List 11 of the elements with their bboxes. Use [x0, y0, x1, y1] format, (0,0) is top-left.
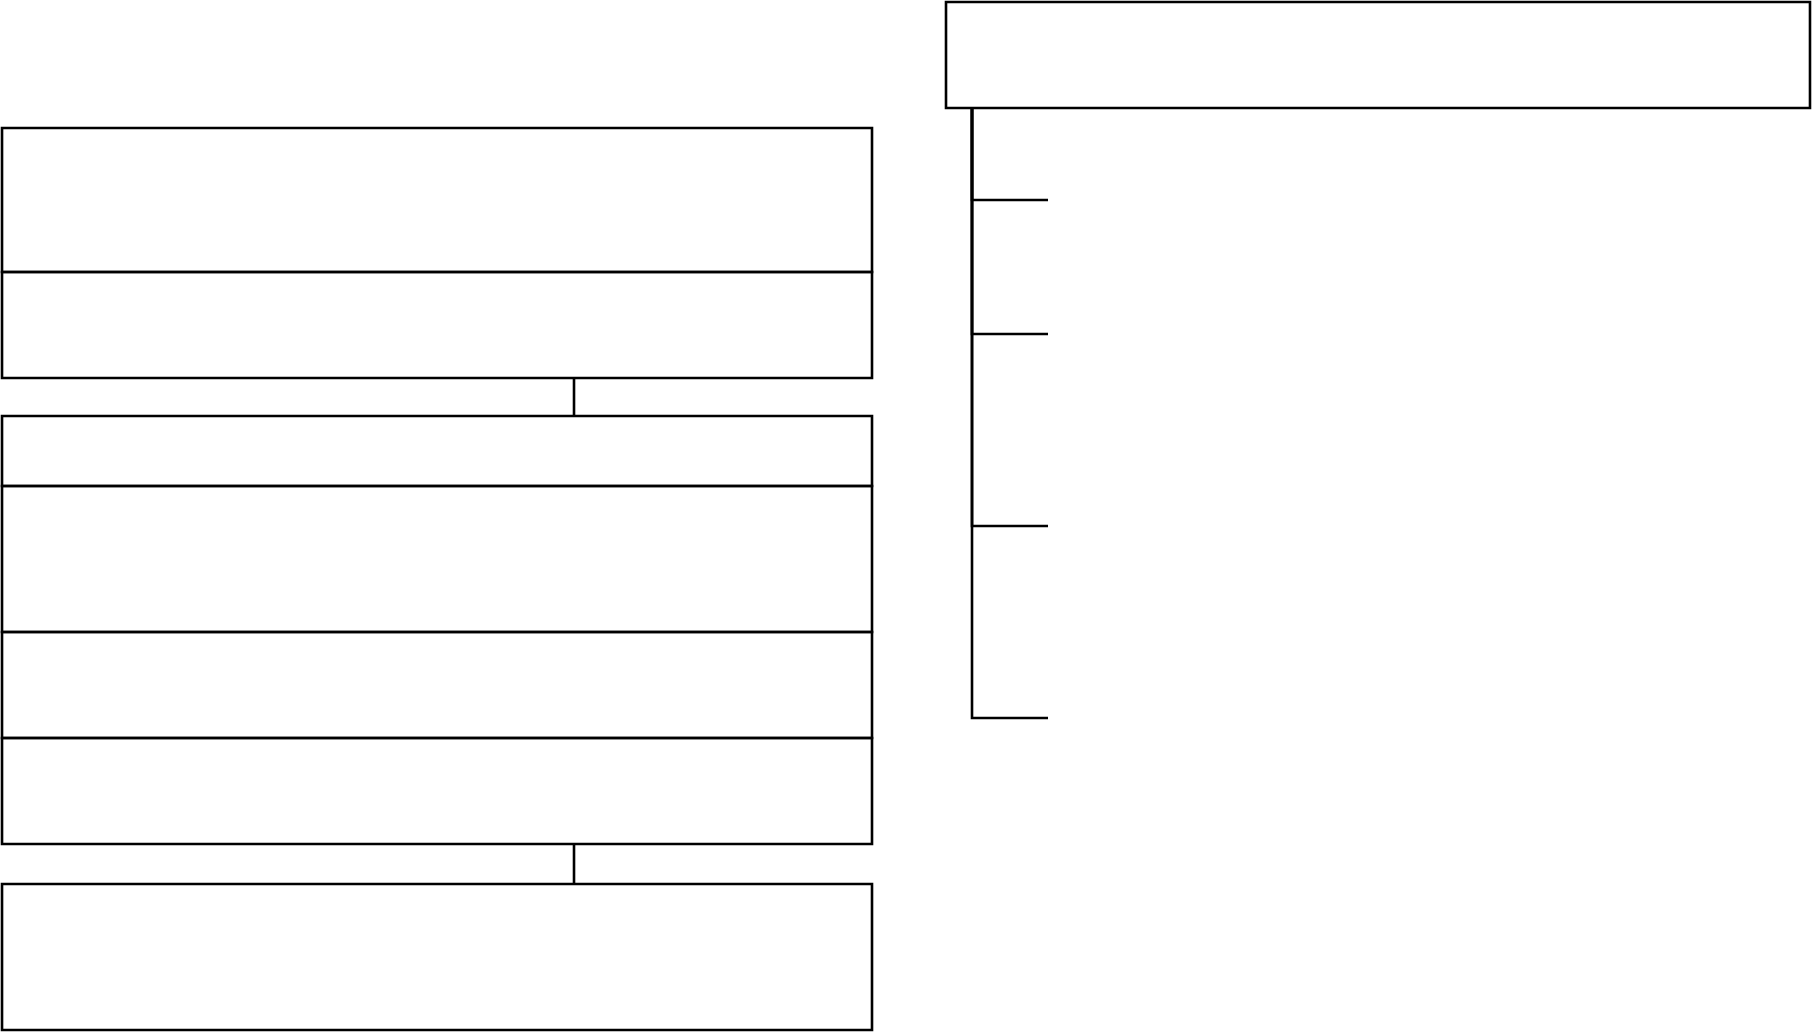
empty-box	[944, 0, 1812, 110]
empty-box	[0, 484, 874, 634]
branch-line	[970, 108, 1048, 720]
empty-box	[0, 414, 874, 488]
empty-box	[0, 882, 874, 1032]
empty-box	[0, 736, 874, 846]
connector-line	[572, 844, 576, 884]
empty-box	[0, 630, 874, 740]
connector-line	[572, 378, 576, 416]
empty-box	[0, 126, 874, 274]
empty-box	[0, 270, 874, 380]
